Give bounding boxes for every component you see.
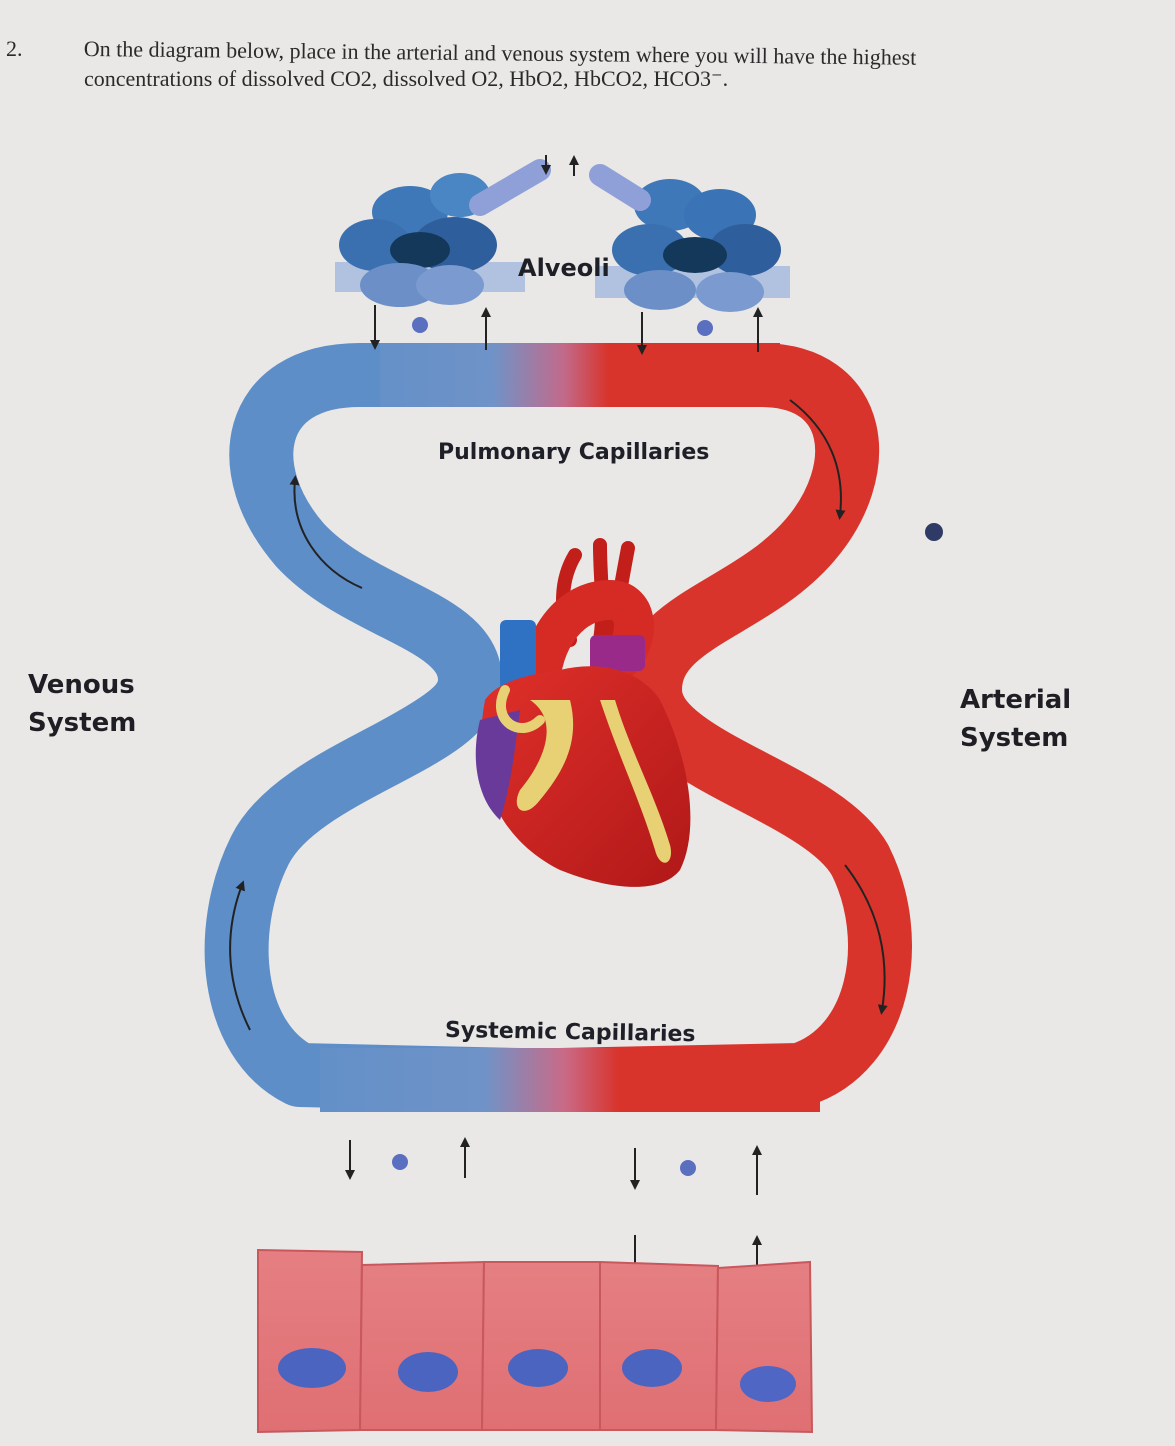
arterial-flow-arrow-upper — [789, 399, 846, 520]
heart-illustration — [475, 538, 691, 887]
arterial-label-line-2: System — [960, 723, 1069, 753]
venous-system-label: Venous System — [28, 666, 136, 742]
alveoli-right-cluster — [589, 164, 790, 312]
systemic-capillaries-label: Systemic Capillaries — [444, 1017, 696, 1048]
venous-label-line-1: Venous — [28, 670, 135, 700]
question-line-2: concentrations of dissolved CO2, dissolv… — [84, 66, 729, 91]
tissue-cells — [257, 1248, 814, 1434]
arterial-flow-arrow-lower — [844, 864, 888, 1015]
cell-nucleus — [740, 1366, 796, 1402]
venous-vessel — [204, 343, 552, 1112]
alveoli-left-cluster — [335, 159, 551, 307]
cell-nucleus — [622, 1349, 682, 1387]
venous-label-line-2: System — [28, 708, 137, 738]
arterial-system-label: Arterial System — [960, 681, 1071, 757]
venous-flow-arrow-upper — [289, 475, 363, 589]
question-number: 2. — [6, 36, 23, 61]
cell-nucleus — [278, 1348, 346, 1388]
pulmonary-capillaries-label: Pulmonary Capillaries — [438, 440, 710, 465]
cell-nucleus — [398, 1352, 458, 1392]
venous-flow-arrow-lower — [229, 880, 251, 1031]
cell-nucleus — [508, 1349, 568, 1387]
pulmonary-exchange-markers — [370, 305, 763, 355]
dissolved-gas-dot — [925, 523, 943, 541]
arterial-label-line-1: Arterial — [960, 685, 1072, 715]
alveoli-label: Alveoli — [518, 254, 610, 282]
